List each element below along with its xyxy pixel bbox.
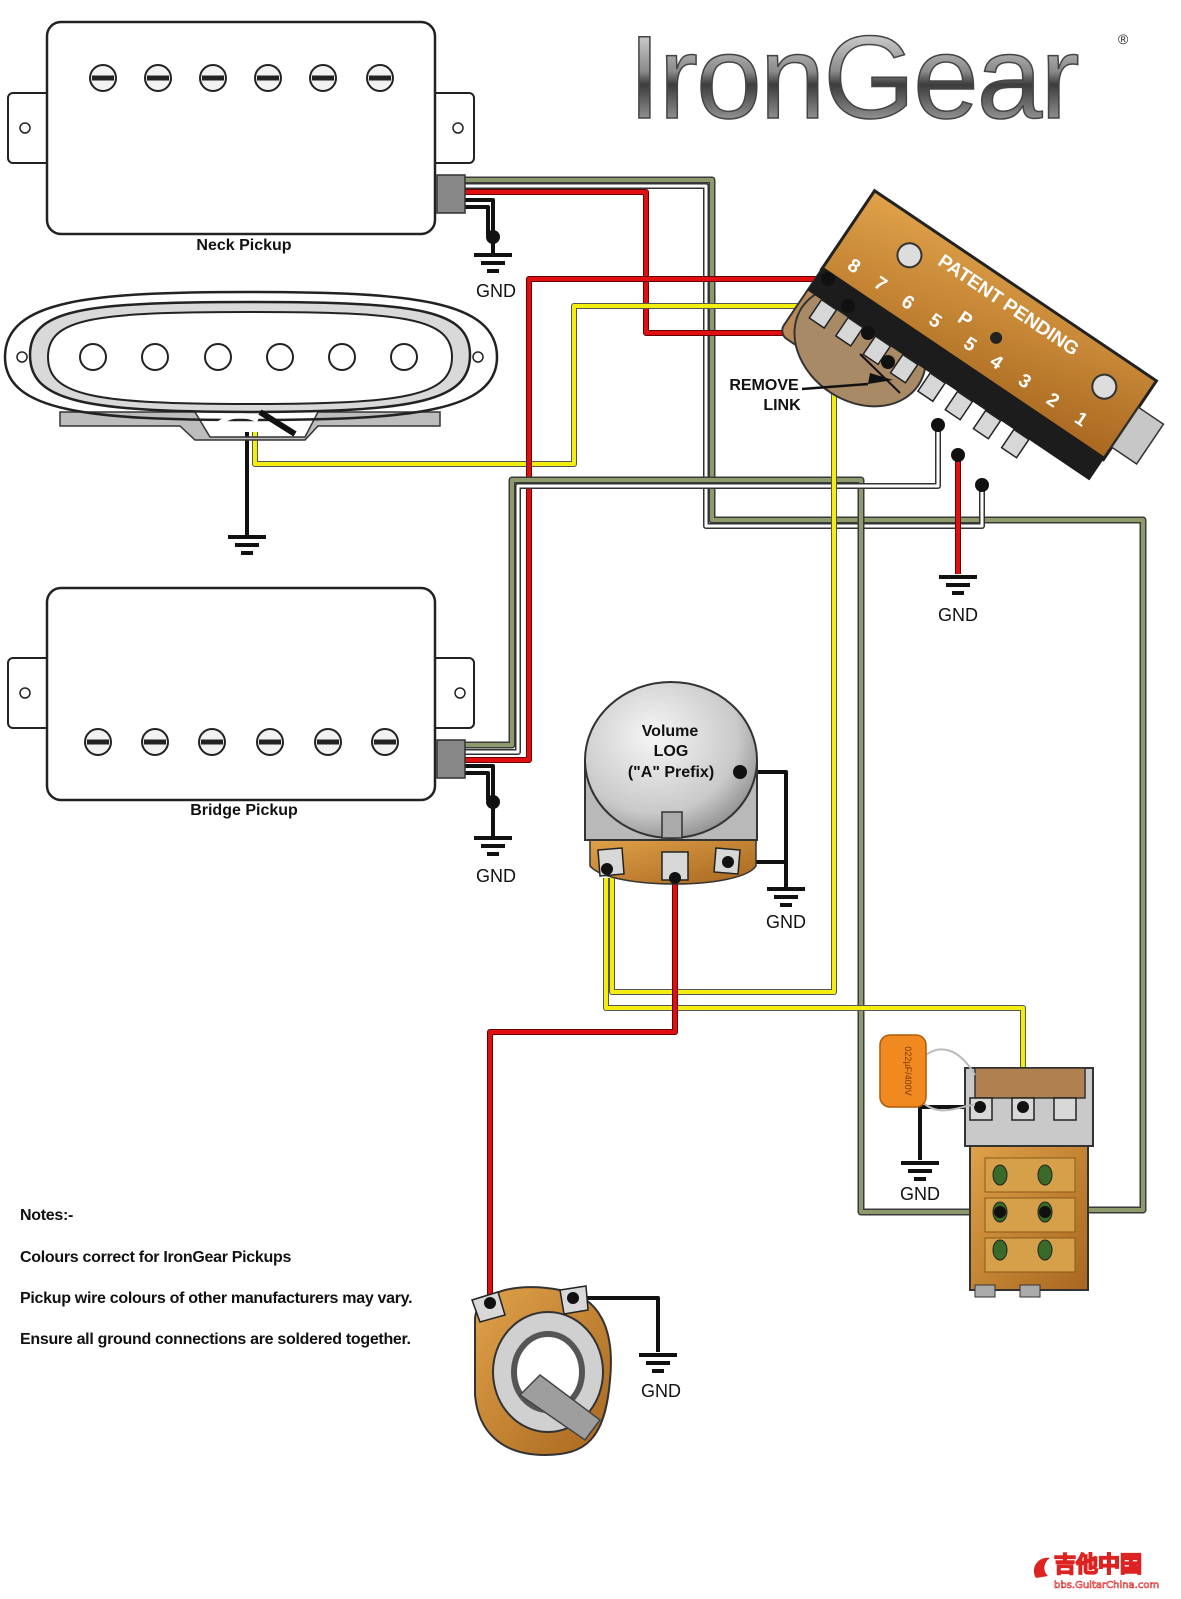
registered-mark: ®: [1118, 31, 1129, 47]
volume-prefix-label: ("A" Prefix): [628, 764, 714, 781]
volume-pot: Volume LOG ("A" Prefix): [584, 681, 758, 885]
neck-ground: GND: [472, 230, 516, 301]
bridge-black-wire: [465, 764, 495, 800]
remove-label: REMOVE: [729, 377, 799, 394]
switch-to-volume-yellow-wire: [609, 359, 888, 995]
tone-capacitor: 022µF/400V: [879, 1034, 976, 1112]
note-item: Pickup wire colours of other manufacture…: [20, 1290, 413, 1307]
output-jack: [471, 1285, 612, 1457]
bridge-red-wire: [465, 276, 826, 763]
gnd-label: GND: [900, 1184, 940, 1204]
link-label: LINK: [763, 397, 801, 414]
note-item: Ensure all ground connections are solder…: [20, 1331, 411, 1348]
bridge-pickup: Bridge Pickup: [7, 586, 475, 819]
neck-pickup: Neck Pickup: [7, 20, 475, 254]
bridge-white-wire: [465, 425, 941, 755]
bridge-pickup-label: Bridge Pickup: [190, 802, 298, 819]
five-way-switch: PATENT PENDING 8 7 6 5 P 5 4 3 2 1: [781, 188, 1165, 492]
switch-ground: GND: [937, 575, 979, 625]
bridge-ground: GND: [472, 795, 516, 886]
watermark: 吉他中国 bbs.GuitarChina.com: [1028, 1548, 1178, 1594]
gnd-label: GND: [476, 866, 516, 886]
neck-black-wire: [465, 198, 495, 235]
volume-taper-label: LOG: [654, 743, 689, 760]
gnd-label: GND: [641, 1381, 681, 1401]
gnd-label: GND: [766, 912, 806, 932]
capacitor-label: 022µF/400V: [903, 1046, 913, 1095]
watermark-chinese: 吉他中国: [1054, 1552, 1142, 1578]
jack-ground-wire: [572, 1296, 660, 1352]
watermark-url: bbs.GuitarChina.com: [1054, 1580, 1159, 1591]
tone-ground: GND: [899, 1161, 941, 1204]
single-yellow-wire: [252, 303, 848, 467]
single-coil-ground: [226, 535, 268, 555]
irongear-logo: IronGear ®: [627, 11, 1129, 145]
volume-label: Volume: [642, 723, 699, 740]
neck-olive-wire: [465, 176, 1147, 1214]
neck-pickup-label: Neck Pickup: [196, 237, 291, 254]
bridge-olive-wire: [465, 476, 1000, 1216]
neck-white-wire: [465, 183, 985, 529]
remove-link-annotation: REMOVE LINK: [729, 353, 901, 414]
volume-to-tone-yellow-wire: [603, 878, 1026, 1105]
volume-to-jack-red-wire: [487, 880, 678, 1302]
single-coil-pickup: [3, 290, 499, 441]
gnd-label: GND: [938, 605, 978, 625]
volume-ground: GND: [765, 887, 807, 932]
neck-red-wire: [465, 189, 868, 336]
gnd-label: GND: [476, 281, 516, 301]
push-pull-pot: [964, 1067, 1094, 1298]
notes-title: Notes:-: [20, 1207, 74, 1224]
jack-ground: GND: [637, 1353, 681, 1401]
notes-block: Notes:- Colours correct for IronGear Pic…: [20, 1205, 420, 1370]
note-item: Colours correct for IronGear Pickups: [20, 1249, 292, 1266]
guitar-logo-icon: [1033, 1557, 1050, 1578]
logo-text: IronGear: [628, 12, 1078, 144]
